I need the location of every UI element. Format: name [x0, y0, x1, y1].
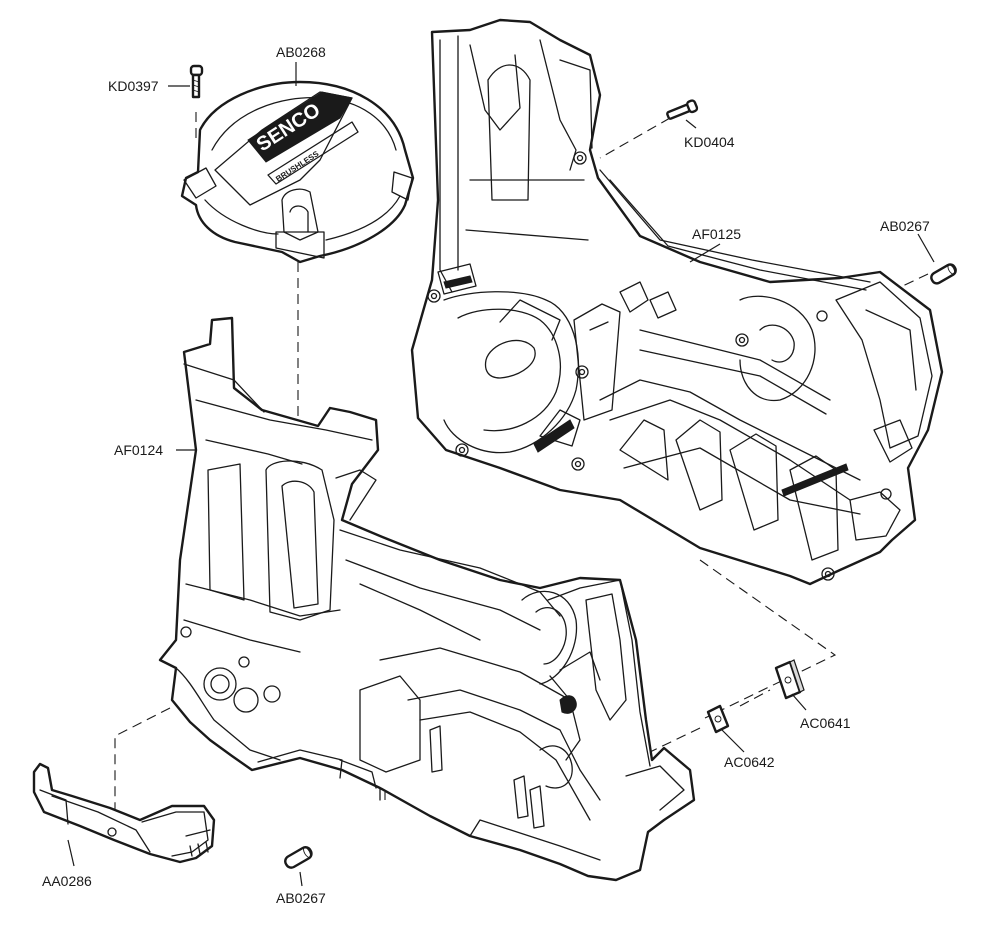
part-labels: KD0397 AB0268 KD0404 AF0125 AB0267 AF012… — [42, 44, 930, 906]
washer-ac0642 — [706, 704, 730, 734]
label-kd0404: KD0404 — [684, 134, 735, 150]
label-ab0267-bottom: AB0267 — [276, 890, 326, 906]
belt-clip-aa0286 — [32, 762, 216, 864]
label-ab0268: AB0268 — [276, 44, 326, 60]
housing-half-af0124 — [158, 316, 696, 882]
label-ab0267-top: AB0267 — [880, 218, 930, 234]
screw-kd0404 — [666, 99, 699, 120]
motor-cap-ab0268: SENCO BRUSHLESS — [180, 80, 415, 264]
housing-half-af0125 — [410, 18, 944, 586]
label-ac0641: AC0641 — [800, 715, 851, 731]
nut-ac0641 — [774, 659, 805, 700]
label-kd0397: KD0397 — [108, 78, 159, 94]
leader-lines — [67, 62, 935, 887]
pin-ab0267-top — [930, 263, 957, 285]
label-ac0642: AC0642 — [724, 754, 775, 770]
label-af0124: AF0124 — [114, 442, 163, 458]
screw-kd0397 — [189, 64, 204, 99]
label-aa0286: AA0286 — [42, 873, 92, 889]
pin-ab0267-bottom — [284, 846, 313, 869]
label-af0125: AF0125 — [692, 226, 741, 242]
